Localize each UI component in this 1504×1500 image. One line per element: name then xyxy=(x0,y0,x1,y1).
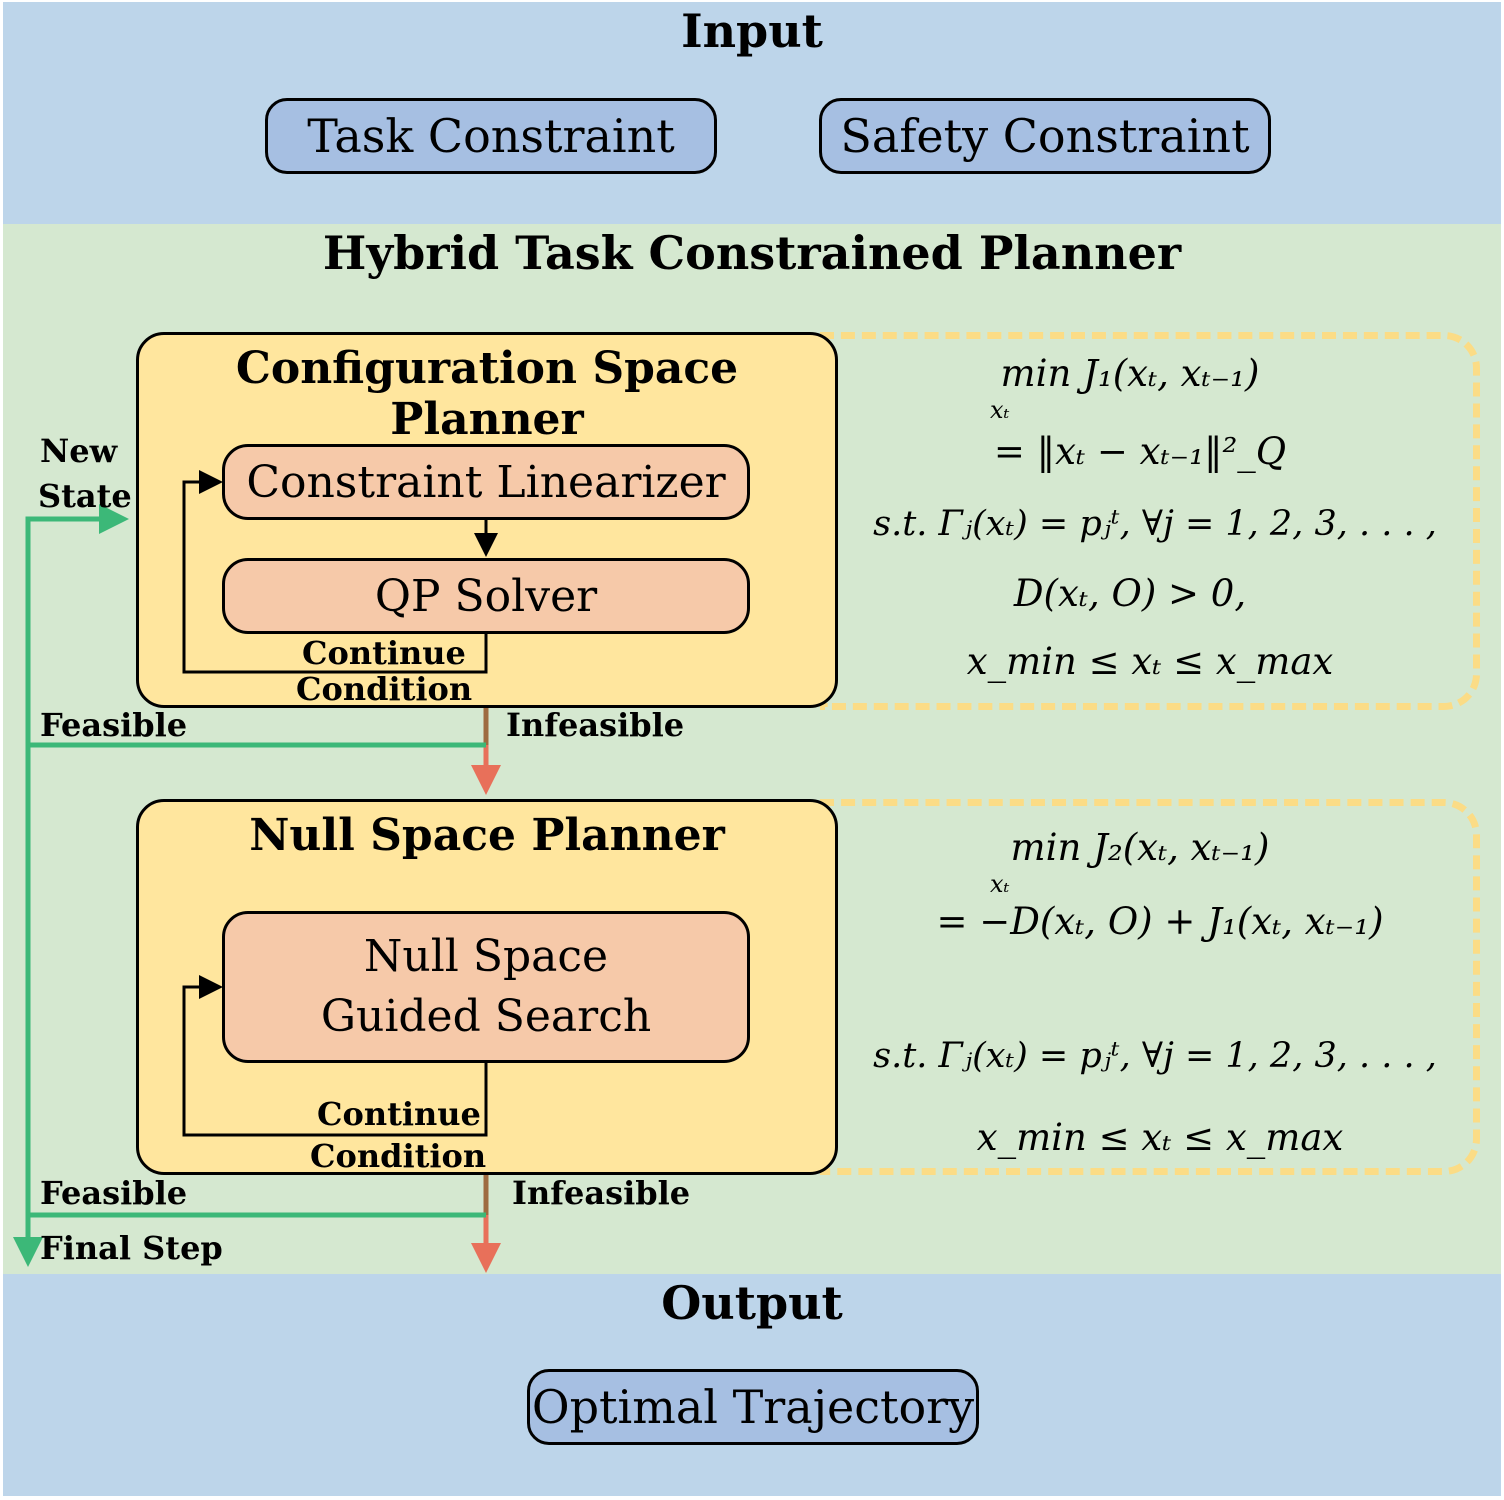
null-eq-line4: x_min ≤ xₜ ≤ x_max xyxy=(976,1116,1344,1159)
null-space-guided-search-box: Null Space Guided Search xyxy=(222,911,750,1063)
null-objective-frame xyxy=(820,799,1480,1175)
config-eq-line5: x_min ≤ xₜ ≤ x_max xyxy=(966,640,1334,683)
config-loop-line xyxy=(182,470,488,674)
null-eq-line1: min J₂(xₜ, xₜ₋₁) xyxy=(1010,826,1270,869)
constraint-linearizer-box: Constraint Linearizer xyxy=(222,444,750,520)
output-title: Output xyxy=(661,1276,843,1330)
new-state-label-line1: New xyxy=(40,432,118,470)
null-eq-line2: = −D(xₜ, O) + J₁(xₜ, xₜ₋₁) xyxy=(936,900,1384,943)
config-eq-line3: s.t. Γⱼ(xₜ) = pⱼᵗ, ∀j = 1, 2, 3, . . . , xyxy=(873,504,1437,544)
null-feasible-label: Feasible xyxy=(40,1174,188,1212)
new-state-arrow xyxy=(25,504,129,745)
safety-constraint-box: Safety Constraint xyxy=(819,98,1271,174)
config-continue-label: Continue xyxy=(302,634,466,672)
null-loop-line xyxy=(182,975,488,1137)
config-eq-line1-sub: xₜ xyxy=(990,396,1010,424)
null-eq-line3: s.t. Γⱼ(xₜ) = pⱼᵗ, ∀j = 1, 2, 3, . . . , xyxy=(873,1036,1437,1076)
config-eq-line4: D(xₜ, O) > 0, xyxy=(1013,572,1247,615)
null-condition-label: Condition xyxy=(310,1137,487,1175)
config-objective-frame xyxy=(820,332,1480,710)
guided-search-line1: Null Space xyxy=(363,931,609,982)
config-condition-label: Condition xyxy=(296,670,473,708)
config-eq-line1: min J₁(xₜ, xₜ₋₁) xyxy=(1000,352,1260,395)
new-state-label-line2: State xyxy=(38,477,132,515)
final-step-label: Final Step xyxy=(40,1229,223,1267)
config-infeasible-label: Infeasible xyxy=(506,706,685,744)
guided-search-line2: Guided Search xyxy=(320,991,652,1042)
qp-solver-box: QP Solver xyxy=(222,558,750,634)
null-eq-line1-sub: xₜ xyxy=(990,870,1010,898)
config-feasible-label: Feasible xyxy=(40,706,188,744)
null-space-planner-title: Null Space Planner xyxy=(249,810,725,861)
null-infeasible-label: Infeasible xyxy=(512,1174,691,1212)
null-continue-label: Continue xyxy=(317,1095,481,1133)
config-eq-line2: = ‖xₜ − xₜ₋₁‖²_Q xyxy=(993,430,1287,473)
input-title: Input xyxy=(681,4,823,58)
task-constraint-box: Task Constraint xyxy=(265,98,717,174)
planner-title: Hybrid Task Constrained Planner xyxy=(322,226,1182,280)
optimal-trajectory-box: Optimal Trajectory xyxy=(527,1369,979,1445)
config-space-planner-title: Configuration Space Planner xyxy=(235,343,739,445)
